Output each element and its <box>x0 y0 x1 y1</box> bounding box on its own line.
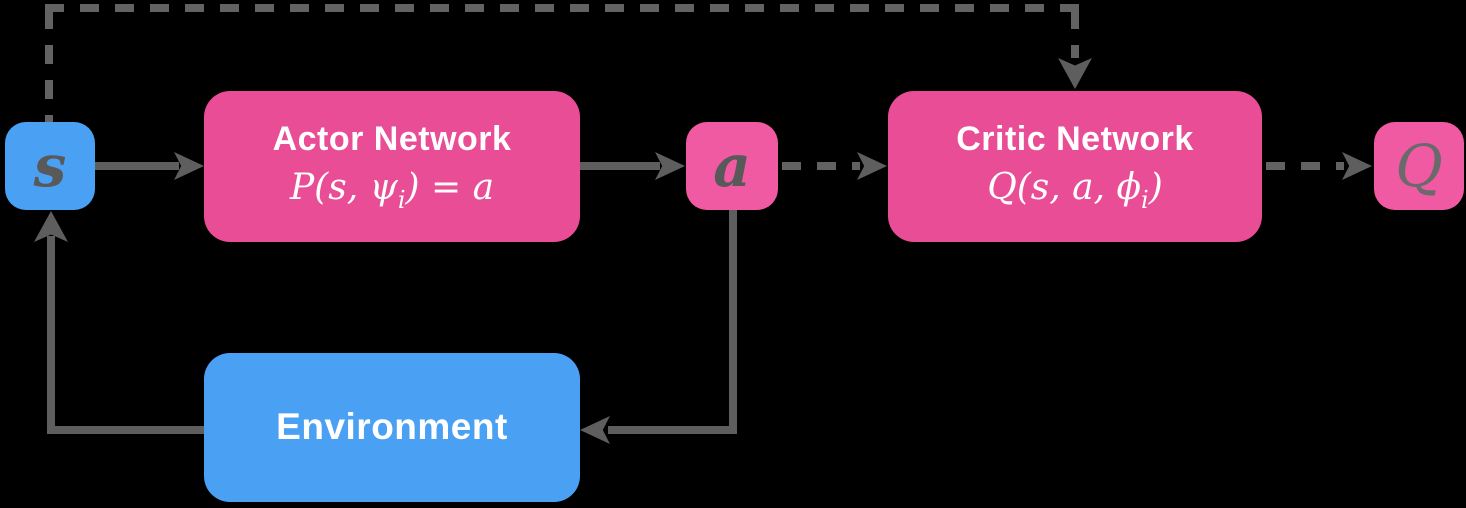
critic-formula-tail: ) <box>1148 166 1163 208</box>
critic-title: Critic Network <box>956 119 1194 158</box>
action-label: a <box>713 132 751 200</box>
arrow-action-to-environment-shaft <box>608 426 737 434</box>
node-actor-network: Actor Network P(s, ψi) = a <box>204 91 580 242</box>
arrowhead-into-critic-top-icon <box>1058 58 1092 89</box>
actor-formula-subscript: i <box>397 185 406 214</box>
arrow-critic-to-qvalue-shaft <box>1266 162 1344 170</box>
actor-formula-tail: ) = a <box>405 166 495 208</box>
arrowhead-into-critic-icon <box>857 152 887 180</box>
actor-title: Actor Network <box>272 119 512 158</box>
node-state: s <box>5 122 95 210</box>
actor-formula-func: P <box>289 166 315 208</box>
actor-formula: P(s, ψi) = a <box>290 166 494 215</box>
arrow-environment-up-shaft <box>47 236 55 434</box>
dashed-line-state-top-vertical <box>45 10 53 122</box>
arrow-environment-left-shaft <box>47 426 205 434</box>
node-critic-network: Critic Network Q(s, a, ϕi) <box>888 91 1262 242</box>
arrow-action-down-shaft <box>729 210 737 434</box>
node-q-value: Q <box>1374 122 1464 210</box>
critic-formula: Q(s, a, ϕi) <box>987 166 1163 215</box>
arrow-state-to-actor-shaft <box>95 162 179 170</box>
arrow-actor-to-action-shaft <box>580 162 660 170</box>
arrowhead-into-environment-icon <box>580 416 610 444</box>
state-label: s <box>33 132 67 200</box>
dashed-line-top-horizontal <box>45 4 1079 12</box>
actor-formula-args: (s, ψ <box>314 166 398 208</box>
node-environment: Environment <box>204 353 580 502</box>
dashed-line-critic-top-vertical <box>1071 10 1079 58</box>
arrow-action-to-critic-shaft <box>782 162 860 170</box>
critic-formula-subscript: i <box>1141 185 1149 214</box>
critic-formula-args: (s, a, ϕ <box>1016 166 1142 208</box>
q-value-label: Q <box>1395 132 1443 200</box>
environment-title: Environment <box>276 406 508 448</box>
critic-formula-func: Q <box>987 166 1017 208</box>
node-action: a <box>686 122 778 210</box>
arrowhead-into-qvalue-icon <box>1342 152 1372 180</box>
